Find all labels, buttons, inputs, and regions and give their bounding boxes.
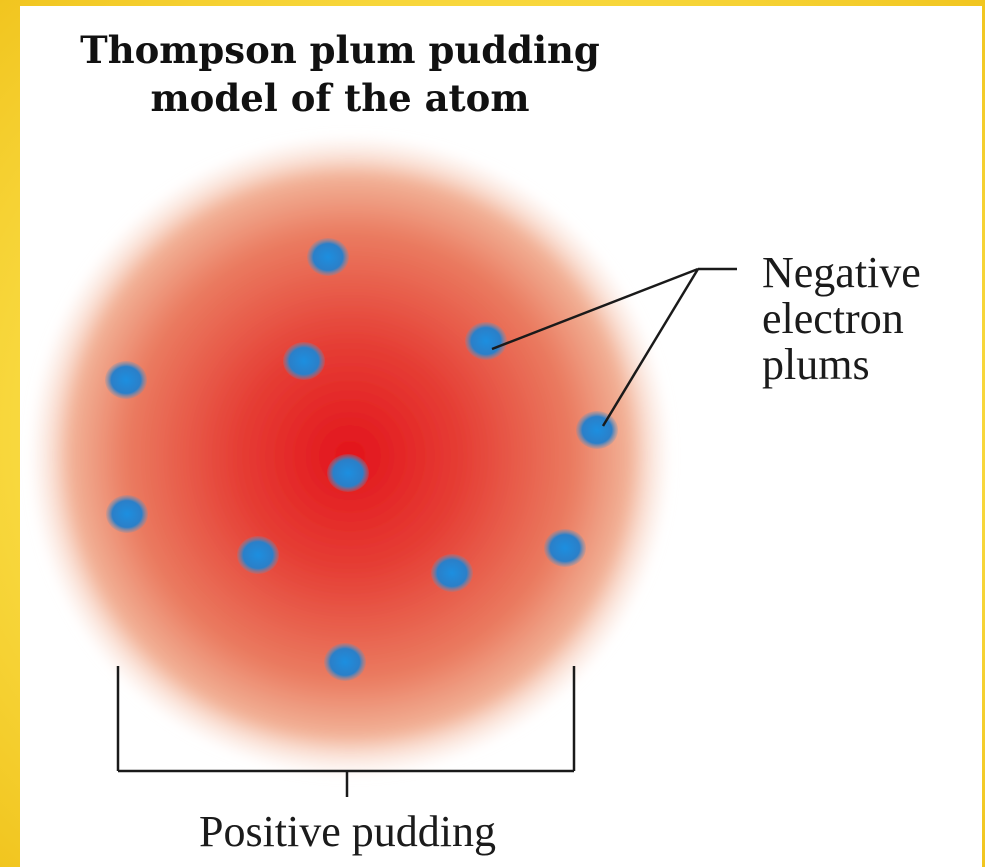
diagram-panel: Thompson plum pudding model of the atom [20, 6, 982, 867]
electron-plum [237, 536, 279, 574]
electron-plum [105, 361, 147, 399]
negative-label-line-1: Negative [762, 250, 921, 296]
electron-plum [283, 342, 325, 380]
negative-label-line-3: plums [762, 342, 921, 388]
electron-plum [465, 322, 507, 360]
electron-plum [431, 554, 473, 592]
electron-plum [576, 411, 618, 449]
electron-plum [544, 529, 586, 567]
electron-plum [307, 238, 349, 276]
negative-electron-plums-label: Negative electron plums [762, 250, 921, 388]
electron-plum [106, 495, 148, 533]
negative-label-line-2: electron [762, 296, 921, 342]
positive-pudding-label: Positive pudding [135, 806, 560, 858]
plum-pudding-diagram [20, 6, 982, 867]
electron-plum [327, 454, 369, 492]
electron-plum [324, 643, 366, 681]
